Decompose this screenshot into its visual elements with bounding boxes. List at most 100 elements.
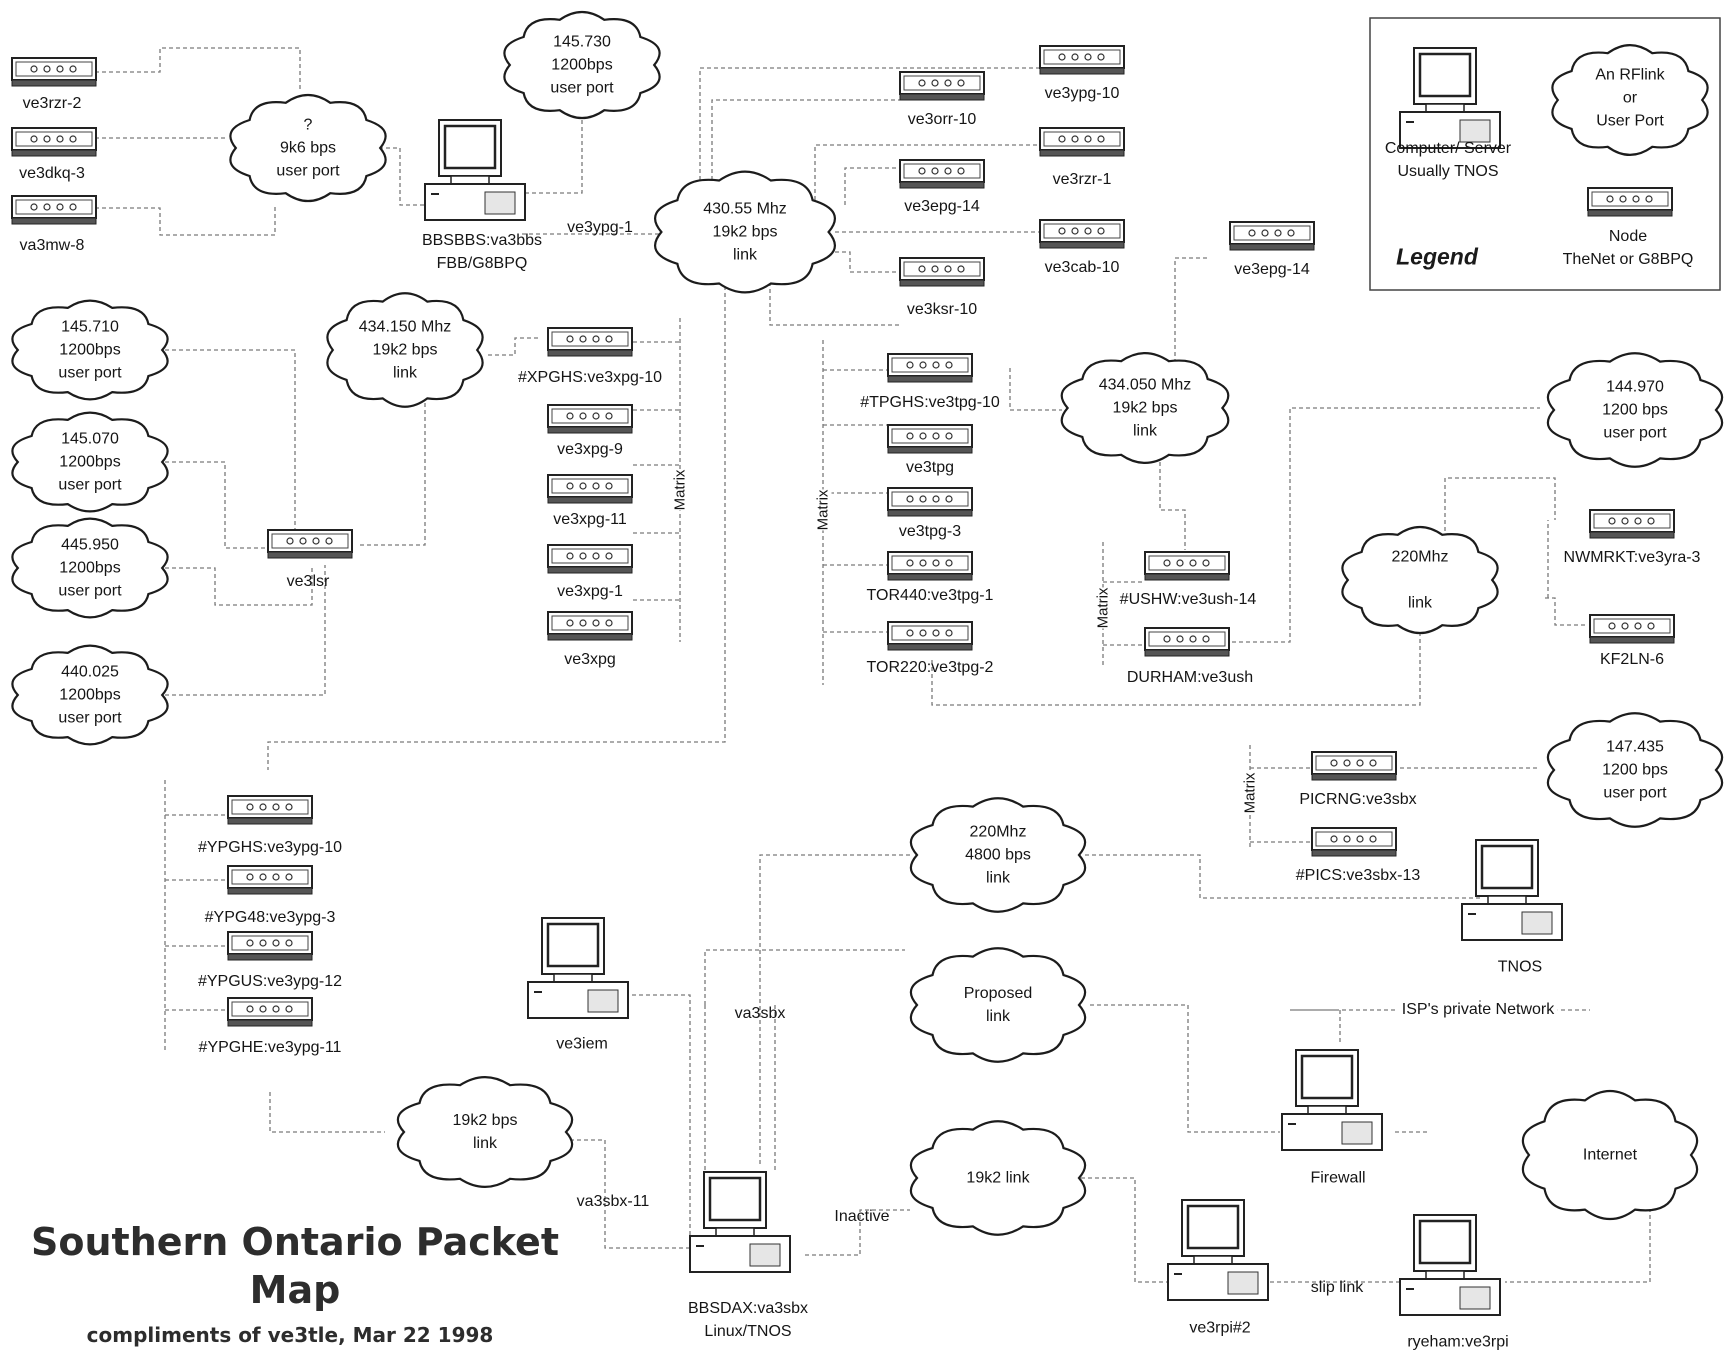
cloud-c145730 — [503, 10, 661, 120]
computer-label-pc_tnos: TNOS — [1498, 956, 1542, 979]
node-icon — [1589, 614, 1675, 644]
node-icon — [1039, 219, 1125, 249]
cloud-c145070-line: user port — [58, 476, 122, 494]
cloud-c145710 — [11, 299, 169, 401]
node-label-n_tor220: TOR220:ve3tpg-2 — [866, 659, 994, 676]
cloud-c147435-line: 147.435 — [1606, 738, 1664, 756]
cloud-c434150-label: 434.150 Mhz 19k2 bps link — [359, 316, 452, 385]
node-label-n_pics: #PICS:ve3sbx-13 — [1295, 867, 1421, 884]
cloud-c220a — [1341, 525, 1499, 635]
computer-icon — [1280, 1048, 1384, 1152]
node-label-n_ve3orr10: ve3orr-10 — [907, 111, 977, 128]
node-label-n_ypg48: #YPG48:ve3ypg-3 — [204, 909, 336, 926]
isp-network-label: ISP's private Network — [1397, 1002, 1559, 1018]
legend-computer-icon — [1398, 46, 1502, 150]
cloud-c445950 — [11, 517, 169, 619]
cloud-c19k2-line: link — [472, 1135, 497, 1152]
node-icon — [227, 865, 313, 895]
cloud-c145070-line: 1200bps — [59, 453, 121, 471]
computer-label-pc_firewall: Firewall — [1310, 1167, 1365, 1190]
node-label-n_ve3xpg: ve3xpg — [564, 651, 616, 668]
computer-label-line: BBSBBS:va3bbs — [421, 232, 543, 249]
cloud-c144970-line: 144.970 — [1606, 378, 1664, 396]
node-label-n_ve3dkq3: ve3dkq-3 — [19, 165, 85, 182]
node-icon — [887, 551, 973, 581]
cloud-c19k2link-label: 19k2 link — [966, 1167, 1029, 1190]
node-label-n_kf2ln6: KF2LN-6 — [1599, 651, 1665, 668]
map-title-line2: Map — [249, 1268, 341, 1312]
node-label-n_ypghs: #YPGHS:ve3ypg-10 — [197, 839, 343, 856]
node-icon — [11, 127, 97, 157]
node-icon — [1311, 751, 1397, 781]
computer-icon — [1166, 1198, 1270, 1302]
cloud-c147435-line: 1200 bps — [1602, 761, 1668, 779]
node-label-n_ve3ksr10: ve3ksr-10 — [906, 301, 978, 318]
node-label-n_ve3lsr: ve3lsr — [286, 573, 330, 590]
computer-label-line: Linux/TNOS — [704, 1323, 792, 1340]
node-label-n_va3mw8: va3mw-8 — [19, 237, 85, 254]
computer-icon — [688, 1170, 792, 1274]
cloud-cproposed-line: link — [985, 1008, 1010, 1025]
cloud-c145070-line: 145.070 — [61, 430, 119, 448]
node-label-n_ve3xpg11: ve3xpg-11 — [553, 511, 627, 528]
node-icon — [547, 327, 633, 357]
cloud-c9600-line: 9k6 bps — [279, 139, 337, 157]
node-icon — [899, 71, 985, 101]
cloud-c434150-line: link — [392, 364, 418, 382]
node-icon — [11, 195, 97, 225]
cloud-c19k2 — [396, 1076, 574, 1188]
node-label-n_ushw: #USHW:ve3ush-14 — [1119, 591, 1257, 608]
cloud-c434150-line: 434.150 Mhz — [358, 318, 452, 336]
node-icon — [1039, 127, 1125, 157]
cloud-c434150-line: 19k2 bps — [372, 341, 438, 359]
node-icon — [227, 795, 313, 825]
legend-node-icon — [1587, 187, 1673, 217]
node-label-n_ve3ypg10: ve3ypg-10 — [1044, 85, 1120, 102]
node-icon — [887, 621, 973, 651]
cloud-c19k2-label: 19k2 bps link — [453, 1109, 518, 1155]
cloud-c43055-line: 19k2 bps — [712, 223, 778, 241]
node-label-n_ve3tpg3: ve3tpg-3 — [898, 523, 962, 540]
computer-label-pc_ryeham: ryeham:ve3rpi — [1407, 1331, 1508, 1354]
computer-label-line: TNOS — [1497, 958, 1543, 976]
cloud-c9600-line: user port — [276, 162, 340, 180]
node-label-n_ve3tpg: ve3tpg — [905, 459, 955, 476]
node-label-n_ve3xpg9: ve3xpg-9 — [557, 441, 623, 458]
cloud-c445950-line: 445.950 — [61, 536, 119, 554]
cloud-c43055 — [654, 170, 836, 294]
node-icon — [227, 931, 313, 961]
node-icon — [547, 544, 633, 574]
cloud-cinternet-line: Internet — [1582, 1146, 1638, 1164]
cloud-c220a-label: 220Mhz link — [1392, 546, 1449, 615]
node-icon — [1311, 827, 1397, 857]
cloud-c220b-line: link — [985, 869, 1010, 887]
cloud-c19k2-line: 19k2 bps — [452, 1112, 518, 1129]
cloud-c9600-label: ? 9k6 bps user port — [276, 114, 339, 183]
cloud-c440025-line: user port — [58, 709, 122, 727]
matrix-label-tpg: Matrix — [814, 489, 832, 531]
cloud-c9600-line: ? — [303, 116, 313, 134]
connections — [95, 47, 1651, 1283]
computer-label-line: FBB/G8BPQ — [436, 255, 528, 272]
node-icon — [899, 257, 985, 287]
cloud-c440025 — [11, 644, 169, 746]
node-icon — [887, 353, 973, 383]
cloud-c220b-line: 4800 bps — [965, 846, 1031, 864]
node-label-n_tpghs: #TPGHS:ve3tpg-10 — [860, 394, 1000, 411]
node-label-n_ypgus: #YPGUS:ve3ypg-12 — [197, 973, 343, 990]
node-label-n_xpghs: #XPGHS:ve3xpg-10 — [517, 369, 663, 386]
node-icon — [1144, 551, 1230, 581]
cloud-c43055-line: 430.55 Mhz — [703, 200, 787, 218]
cloud-c445950-line: 1200bps — [59, 559, 121, 577]
cloud-c145730-line: 145.730 — [553, 33, 611, 51]
node-label-n_ypghe: #YPGHE:ve3ypg-11 — [198, 1039, 342, 1056]
inactive-label: Inactive — [834, 1208, 890, 1225]
node-icon — [1144, 627, 1230, 657]
